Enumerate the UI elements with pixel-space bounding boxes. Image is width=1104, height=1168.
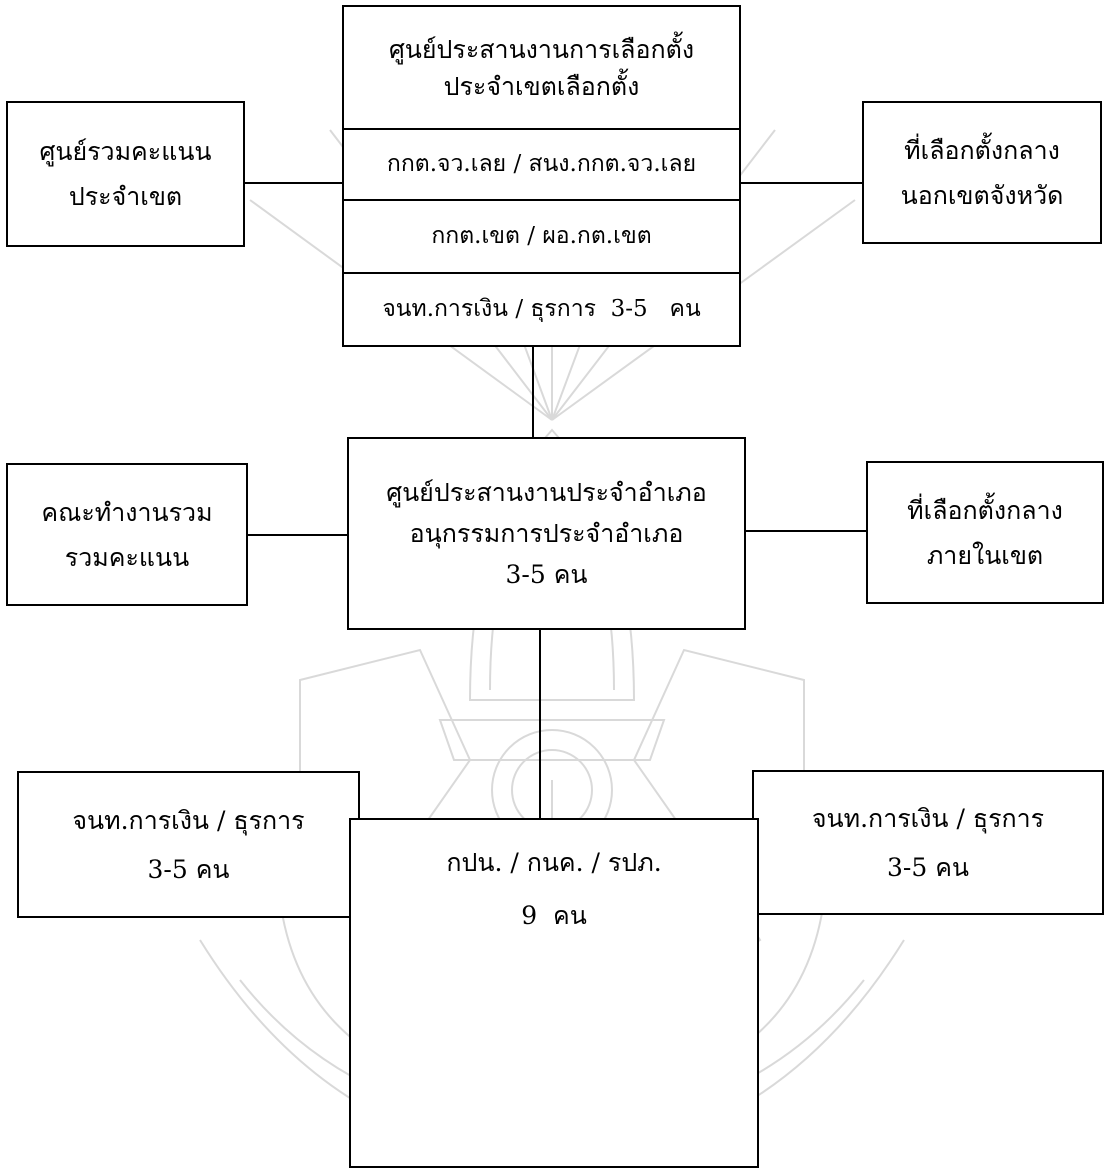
- header-line-1: ศูนย์ประสานงานการเลือกตั้ง: [388, 34, 695, 64]
- central-polling-inside-district-box: ที่เลือกตั้งกลาง ภายในเขต: [866, 461, 1104, 604]
- vote-counting-working-group-box: คณะทำงานรวม รวมคะแนน: [6, 463, 248, 606]
- election-coordination-center-box: ศูนย์ประสานงานการเลือกตั้ง ประจำเขตเลือก…: [342, 5, 741, 347]
- amphoe-coordination-center-box: ศูนย์ประสานงานประจำอำเภอ อนุกรรมการประจำ…: [347, 437, 746, 630]
- provincial-ect-row: กกต.จว.เลย / สนง.กกต.จว.เลย: [344, 128, 739, 199]
- finance-staff-row: จนท.การเงิน / ธุรการ 3-5 คน: [344, 272, 739, 345]
- finance-staff-left-box: จนท.การเงิน / ธุรการ 3-5 คน: [17, 771, 360, 918]
- header-line-2: ประจำเขตเลือกตั้ง: [443, 71, 640, 101]
- central-polling-outside-province-box: ที่เลือกตั้งกลาง นอกเขตจังหวัด: [862, 101, 1102, 244]
- district-vote-count-center-box: ศูนย์รวมคะแนน ประจำเขต: [6, 101, 245, 247]
- polling-staff-bottom-box: กปน. / กนค. / รปภ. 9 คน: [349, 818, 759, 1168]
- district-ect-row: กกต.เขต / ผอ.กต.เขต: [344, 199, 739, 272]
- election-coordination-center-header: ศูนย์ประสานงานการเลือกตั้ง ประจำเขตเลือก…: [344, 7, 739, 128]
- finance-staff-right-box: จนท.การเงิน / ธุรการ 3-5 คน: [752, 770, 1104, 915]
